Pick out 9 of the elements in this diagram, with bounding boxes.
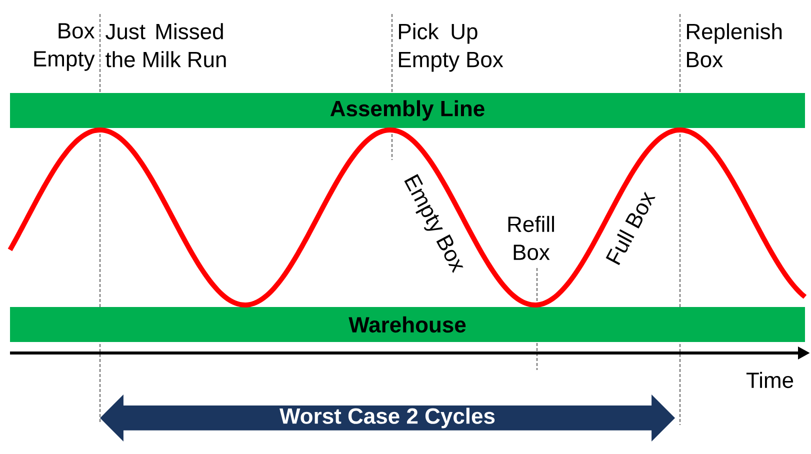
curve-label: Full Box (606, 192, 656, 266)
process-band: Assembly Line (10, 93, 805, 128)
event-label: Pick Up Empty Box (399, 23, 504, 72)
curve-label: Refill Box (508, 216, 554, 260)
event-label: Replenish Box (687, 23, 782, 68)
event-label: Box Empty (34, 23, 95, 71)
axis-label: Time (746, 372, 794, 388)
event-label: Just Missed the Milk Run (106, 23, 226, 68)
process-band: Warehouse (10, 306, 805, 342)
